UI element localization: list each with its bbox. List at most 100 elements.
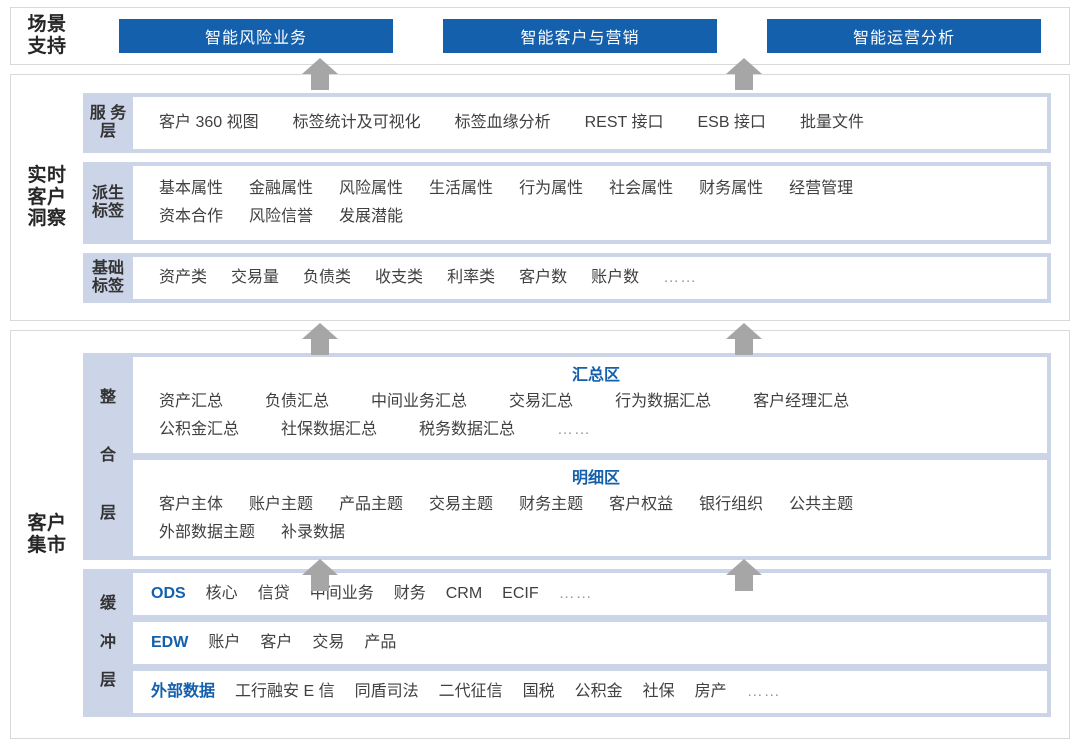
item-customer-360-view[interactable]: 客户 360 视图 bbox=[159, 113, 259, 131]
item-customer-count[interactable]: 客户数 bbox=[519, 268, 568, 286]
item-interest-rate-class[interactable]: 利率类 bbox=[447, 268, 496, 286]
item-transaction-summary[interactable]: 交易汇总 bbox=[509, 393, 574, 411]
item-bank-organization[interactable]: 银行组织 bbox=[699, 496, 764, 514]
band-label-integration-layer: 整 合 层 bbox=[99, 388, 116, 523]
item-asset-summary[interactable]: 资产汇总 bbox=[159, 393, 224, 411]
item-account[interactable]: 账户 bbox=[208, 633, 241, 651]
item-product-subject[interactable]: 产品主题 bbox=[339, 496, 404, 514]
item-crm[interactable]: CRM bbox=[445, 584, 483, 602]
box-service-layer: 客户 360 视图 标签统计及可视化 标签血缘分析 REST 接口 ESB 接口… bbox=[133, 96, 1047, 149]
item-risk-reputation[interactable]: 风险信誉 bbox=[249, 207, 314, 225]
item-icbc-rongan-e-xin[interactable]: 工行融安 E 信 bbox=[235, 682, 335, 700]
item-transaction-subject[interactable]: 交易主题 bbox=[429, 496, 494, 514]
row-derived-tags-1: 基本属性 金融属性 风险属性 生活属性 行为属性 社会属性 财务属性 经营管理 bbox=[159, 175, 1033, 203]
item-tax-data-summary[interactable]: 税务数据汇总 bbox=[419, 421, 516, 439]
item-life-attribute[interactable]: 生活属性 bbox=[429, 179, 494, 197]
item-account-count[interactable]: 账户数 bbox=[591, 268, 640, 286]
arrow-up-icon-insight-right bbox=[724, 322, 764, 356]
item-supplementary-data[interactable]: 补录数据 bbox=[281, 524, 346, 542]
item-social-attribute[interactable]: 社会属性 bbox=[609, 179, 674, 197]
insight-bands: 服 务 层 客户 360 视图 标签统计及可视化 标签血缘分析 REST 接口 … bbox=[83, 75, 1069, 320]
item-ellipsis-external: …… bbox=[746, 682, 781, 700]
row-detail-1: 客户主体 账户主题 产品主题 交易主题 财务主题 客户权益 银行组织 公共主题 bbox=[159, 491, 1033, 519]
item-ecif[interactable]: ECIF bbox=[502, 584, 539, 602]
row-buffer-ods: ODS 核心 信贷 中间业务 财务 CRM ECIF …… bbox=[151, 580, 1033, 608]
scene-button-customer-marketing[interactable]: 智能客户与营销 bbox=[443, 19, 717, 53]
section-scene-support: 场景 支持 智能风险业务 智能客户与营销 智能运营分析 bbox=[10, 7, 1070, 65]
item-tag-lineage-analysis[interactable]: 标签血缘分析 bbox=[454, 113, 551, 131]
item-liability-summary[interactable]: 负债汇总 bbox=[265, 393, 330, 411]
item-core[interactable]: 核心 bbox=[205, 584, 238, 602]
item-transaction-volume[interactable]: 交易量 bbox=[231, 268, 280, 286]
item-account-subject[interactable]: 账户主题 bbox=[249, 496, 314, 514]
scene-button-operations-analysis[interactable]: 智能运营分析 bbox=[767, 19, 1041, 53]
item-ods-tag[interactable]: ODS bbox=[151, 584, 186, 602]
item-transaction[interactable]: 交易 bbox=[312, 633, 345, 651]
item-asset-class[interactable]: 资产类 bbox=[159, 268, 208, 286]
zone-title-detail: 明细区 bbox=[571, 469, 620, 487]
item-product[interactable]: 产品 bbox=[364, 633, 397, 651]
row-service-items: 客户 360 视图 标签统计及可视化 标签血缘分析 REST 接口 ESB 接口… bbox=[159, 109, 1033, 137]
item-external-data-subject[interactable]: 外部数据主题 bbox=[159, 524, 256, 542]
item-account-manager-summary[interactable]: 客户经理汇总 bbox=[753, 393, 850, 411]
item-credit[interactable]: 信贷 bbox=[257, 584, 290, 602]
mart-bands: 整 合 层 汇总区 资产汇总 负债汇总 中间业务汇总 交易汇总 行为数据汇总 bbox=[83, 331, 1069, 738]
item-customer[interactable]: 客户 bbox=[260, 633, 293, 651]
box-basic-tags: 资产类 交易量 负债类 收支类 利率类 客户数 账户数 …… bbox=[133, 256, 1047, 299]
item-external-data-tag[interactable]: 外部数据 bbox=[151, 682, 216, 700]
scene-button-risk[interactable]: 智能风险业务 bbox=[119, 19, 393, 53]
item-behavior-attribute[interactable]: 行为属性 bbox=[519, 179, 584, 197]
box-buffer-ods: ODS 核心 信贷 中间业务 财务 CRM ECIF …… bbox=[133, 572, 1047, 615]
mart-label-line-2: 集市 bbox=[27, 534, 67, 556]
box-detail-zone: 明细区 客户主体 账户主题 产品主题 交易主题 财务主题 客户权益 银行组织 公… bbox=[133, 459, 1047, 556]
item-finance-attribute[interactable]: 财务属性 bbox=[699, 179, 764, 197]
item-financial-attribute[interactable]: 金融属性 bbox=[249, 179, 314, 197]
row-derived-tags-2: 资本合作 风险信誉 发展潜能 bbox=[159, 203, 1033, 231]
item-business-management[interactable]: 经营管理 bbox=[789, 179, 854, 197]
item-second-gen-credit-report[interactable]: 二代征信 bbox=[438, 682, 503, 700]
item-finance-subject[interactable]: 财务主题 bbox=[519, 496, 584, 514]
item-basic-attribute[interactable]: 基本属性 bbox=[159, 179, 224, 197]
item-housing-fund-summary[interactable]: 公积金汇总 bbox=[159, 421, 240, 439]
item-real-estate[interactable]: 房产 bbox=[694, 682, 727, 700]
band-service-layer: 服 务 层 客户 360 视图 标签统计及可视化 标签血缘分析 REST 接口 … bbox=[83, 92, 1051, 153]
item-customer-rights[interactable]: 客户权益 bbox=[609, 496, 674, 514]
item-intermediary-business-summary[interactable]: 中间业务汇总 bbox=[371, 393, 468, 411]
item-ellipsis-basic-tags: …… bbox=[663, 268, 698, 286]
arrow-up-icon-buffer-right bbox=[724, 558, 764, 592]
item-liability-class[interactable]: 负债类 bbox=[303, 268, 352, 286]
item-edw-tag[interactable]: EDW bbox=[151, 633, 189, 651]
mart-label-line-1: 客户 bbox=[27, 512, 67, 534]
box-summary-zone: 汇总区 资产汇总 负债汇总 中间业务汇总 交易汇总 行为数据汇总 客户经理汇总 … bbox=[133, 356, 1047, 453]
arrow-up-icon-buffer-left bbox=[300, 558, 340, 592]
item-tag-stats-visualization[interactable]: 标签统计及可视化 bbox=[292, 113, 421, 131]
item-customer-entity[interactable]: 客户主体 bbox=[159, 496, 224, 514]
band-label-basic-tags: 基础 标签 bbox=[91, 259, 124, 295]
item-risk-attribute[interactable]: 风险属性 bbox=[339, 179, 404, 197]
item-housing-fund[interactable]: 公积金 bbox=[574, 682, 623, 700]
item-income-expense-class[interactable]: 收支类 bbox=[375, 268, 424, 286]
box-buffer-external: 外部数据 工行融安 E 信 同盾司法 二代征信 国税 公积金 社保 房产 …… bbox=[133, 670, 1047, 713]
item-social-security[interactable]: 社保 bbox=[642, 682, 675, 700]
item-public-subject[interactable]: 公共主题 bbox=[789, 496, 854, 514]
row-buffer-external: 外部数据 工行融安 E 信 同盾司法 二代征信 国税 公积金 社保 房产 …… bbox=[151, 678, 1033, 706]
item-batch-file[interactable]: 批量文件 bbox=[799, 113, 864, 131]
arrow-up-icon-scene-left bbox=[300, 57, 340, 91]
scene-button-group: 智能风险业务 智能客户与营销 智能运营分析 bbox=[83, 8, 1069, 64]
item-rest-api[interactable]: REST 接口 bbox=[584, 113, 664, 131]
item-tongdun-judicial[interactable]: 同盾司法 bbox=[354, 682, 419, 700]
item-national-tax[interactable]: 国税 bbox=[522, 682, 555, 700]
arrow-up-icon-scene-right bbox=[724, 57, 764, 91]
scene-label-line-2: 支持 bbox=[27, 36, 67, 57]
row-buffer-edw: EDW 账户 客户 交易 产品 bbox=[151, 629, 1033, 657]
section-insight-label: 实时 客户 洞察 bbox=[11, 75, 83, 320]
item-esb-api[interactable]: ESB 接口 bbox=[697, 113, 766, 131]
item-social-security-data-summary[interactable]: 社保数据汇总 bbox=[281, 421, 378, 439]
item-growth-potential[interactable]: 发展潜能 bbox=[339, 207, 404, 225]
band-label-buffer-layer: 缓 冲 层 bbox=[99, 594, 116, 690]
item-capital-cooperation[interactable]: 资本合作 bbox=[159, 207, 224, 225]
item-behavior-data-summary[interactable]: 行为数据汇总 bbox=[615, 393, 712, 411]
insight-label-line-3: 洞察 bbox=[27, 208, 67, 230]
item-finance[interactable]: 财务 bbox=[393, 584, 426, 602]
